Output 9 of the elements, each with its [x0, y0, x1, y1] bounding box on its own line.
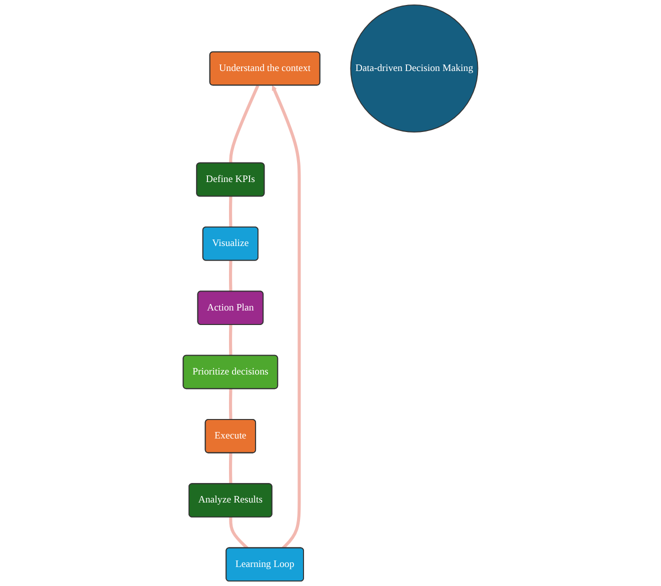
connector	[228, 196, 232, 228]
node-circle: Data-driven Decision Making	[350, 4, 478, 132]
connector	[228, 388, 232, 420]
connector	[229, 84, 260, 164]
connector	[229, 517, 248, 550]
connector	[228, 260, 232, 292]
connector	[228, 324, 232, 356]
arrow	[272, 85, 301, 550]
connector	[228, 453, 232, 484]
